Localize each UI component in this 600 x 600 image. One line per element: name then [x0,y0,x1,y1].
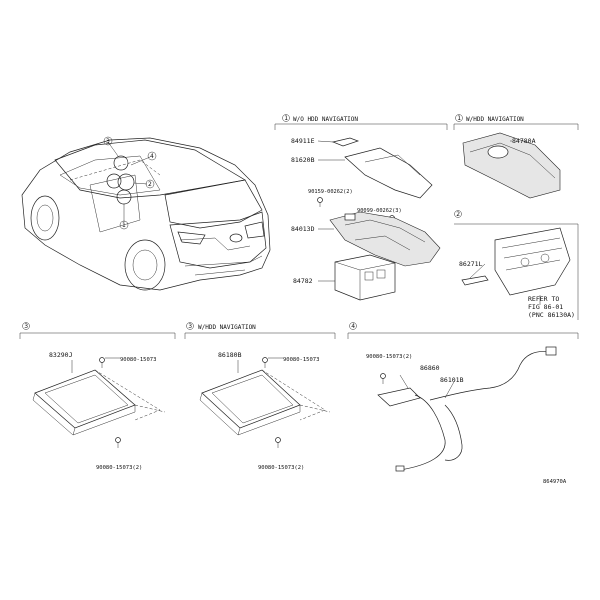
antenna-cord-shape [377,346,557,472]
section-1b-callout: 1 [457,115,461,122]
section-1-callout: 1 [284,115,288,122]
part-84782-shape [318,254,396,301]
section-3b-callout: 3 [188,323,192,330]
refer-line-3: (PNC 86130A) [528,311,575,319]
section-1-frame [274,114,448,130]
label-86180B: 86180B [218,351,242,359]
callout-4-car: 4 [150,153,154,160]
section-4-frame [347,322,579,339]
vehicle-illustration [21,136,271,291]
label-81620B: 81620B [291,156,315,164]
label-90080-15073-a: 90080-15073 [120,357,156,363]
section-1-header: W/O HDD NAVIGATION [293,116,358,123]
part-84780A-shape [462,132,561,199]
section-3-callout: 3 [24,323,28,330]
section-3-frame [19,322,176,339]
callout-1-car: 1 [122,222,126,229]
label-86271L: 86271L [459,260,483,268]
section-3b-header: W/HDD NAVIGATION [198,324,256,331]
part-84013D-shape [318,211,441,267]
callout-3-car: 3 [106,138,110,145]
label-86860: 86860 [420,364,440,372]
label-90080-15073-2-b: 90080-15073(2) [258,465,304,471]
section-1b-frame [453,114,579,130]
section-2-frame [454,210,579,320]
section-3b-frame [184,322,336,339]
label-84013D: 84013D [291,225,315,233]
section-1b-header: W/HDD NAVIGATION [466,116,524,123]
diagram-code: 864970A [543,479,567,485]
label-84782: 84782 [293,277,313,285]
label-90080-15073-2-a: 90080-15073(2) [96,465,142,471]
section-2-callout: 2 [456,211,460,218]
label-86101B: 86101B [440,376,464,384]
label-90159-00262: 90159-00262(2) [308,189,353,195]
label-90080-15073-2-c: 90080-15073(2) [366,354,412,360]
refer-line-2: FIG 86-01 [528,303,563,311]
part-81620B-shape [318,147,433,199]
callout-2-car: 2 [148,181,152,188]
section-4-callout: 4 [351,323,355,330]
part-83290J-shape [32,357,166,448]
label-83290J: 83290J [49,351,73,359]
control-panel-shape [461,227,571,305]
refer-line-1: REFER TO [528,295,559,303]
label-84911E: 84911E [291,137,315,145]
label-84780A: 84780A [512,137,536,145]
part-86180B-shape [199,357,331,448]
part-84911E-shape [317,137,360,147]
label-90099-00262: 90099-00262(3) [357,208,402,214]
label-90080-15073-b: 90080-15073 [283,357,319,363]
